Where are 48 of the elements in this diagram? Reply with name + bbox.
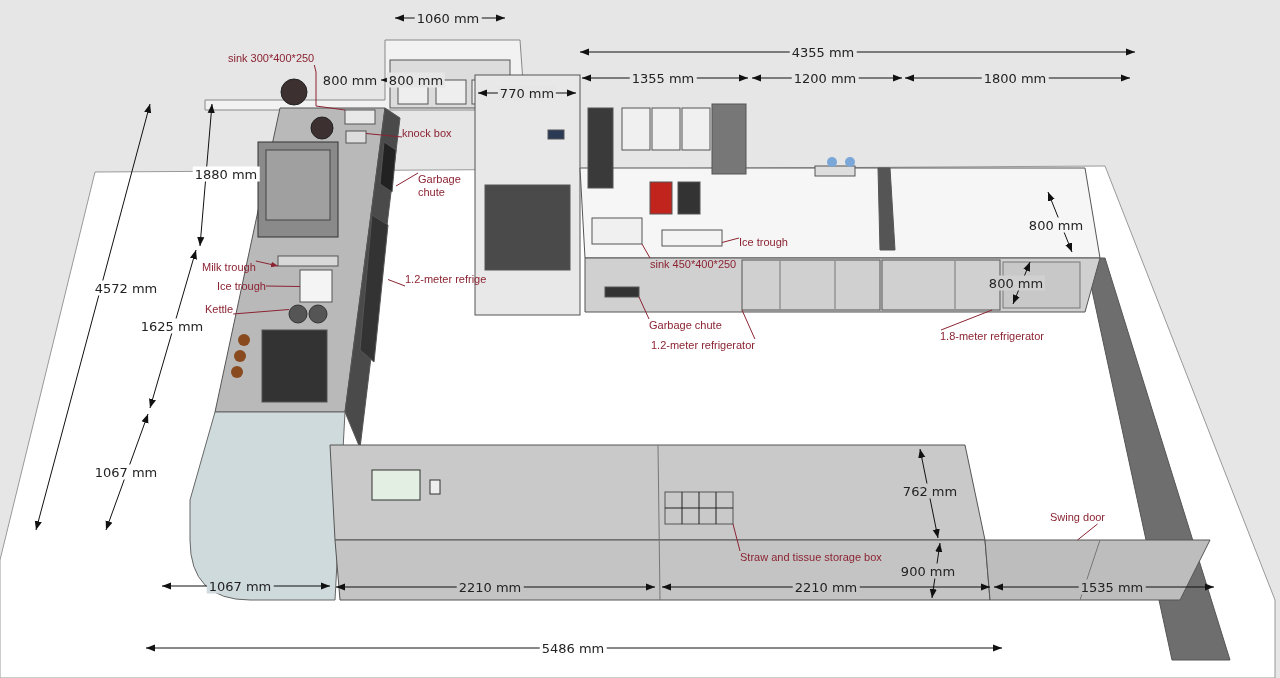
leader-line (641, 243, 651, 259)
callout-label: knock box (402, 127, 452, 140)
leader-line (940, 309, 993, 331)
leader-line (741, 309, 756, 340)
kettle-drawing (288, 304, 328, 324)
callout-label: 1.2-meter refrigerator (651, 339, 755, 352)
callout-label: 1.8-meter refrigerator (940, 330, 1044, 343)
callout-label: sink 300*400*250 (228, 52, 315, 65)
dimension-label: 1880 mm (192, 166, 260, 182)
leader-line (265, 285, 301, 287)
callout-label: Swing door (1050, 511, 1106, 524)
leader-line (365, 133, 403, 138)
sink (591, 217, 643, 245)
milk-trough (277, 255, 339, 267)
leader-line (638, 296, 650, 320)
dimension-label: 1535 mm (1078, 579, 1146, 595)
leader-line (313, 64, 346, 111)
ice-trough (661, 229, 723, 247)
callout-label: Milk trough (202, 261, 256, 274)
ice-trough (299, 269, 333, 303)
leader-line (232, 309, 290, 315)
dimension-label: 900 mm (898, 563, 958, 579)
callout-label: Straw and tissue storage box (740, 551, 882, 564)
leader-line (395, 172, 419, 187)
storage-box (664, 491, 734, 525)
callout-label: Ice trough (739, 236, 788, 249)
garbage-chute (604, 286, 640, 298)
knock-box (345, 130, 367, 144)
dimension-label: 800 mm (986, 275, 1046, 291)
dimension-label: 762 mm (900, 483, 960, 499)
callout-label: Ice trough (217, 280, 266, 293)
callout-label: Kettle (205, 303, 234, 316)
sink (344, 109, 376, 125)
leader-line (732, 523, 741, 552)
callout-label: Garbage chute (649, 319, 722, 332)
refrigerator (359, 214, 389, 363)
refrigerator (741, 259, 881, 311)
dimension-label: 4572 mm (92, 280, 160, 296)
callout-label: 1.2-meter refrige (405, 273, 487, 286)
leader-line (721, 237, 740, 243)
leader-line (255, 260, 279, 268)
dimension-label: 800 mm (1026, 217, 1086, 233)
leader-line (1077, 523, 1098, 541)
callout-label: sink 450*400*250 (650, 258, 737, 271)
garbage-chute (379, 141, 397, 193)
dimension-label: 800 mm (386, 72, 446, 88)
leader-line (387, 279, 406, 287)
callout-label: Garbage chute (418, 173, 470, 199)
